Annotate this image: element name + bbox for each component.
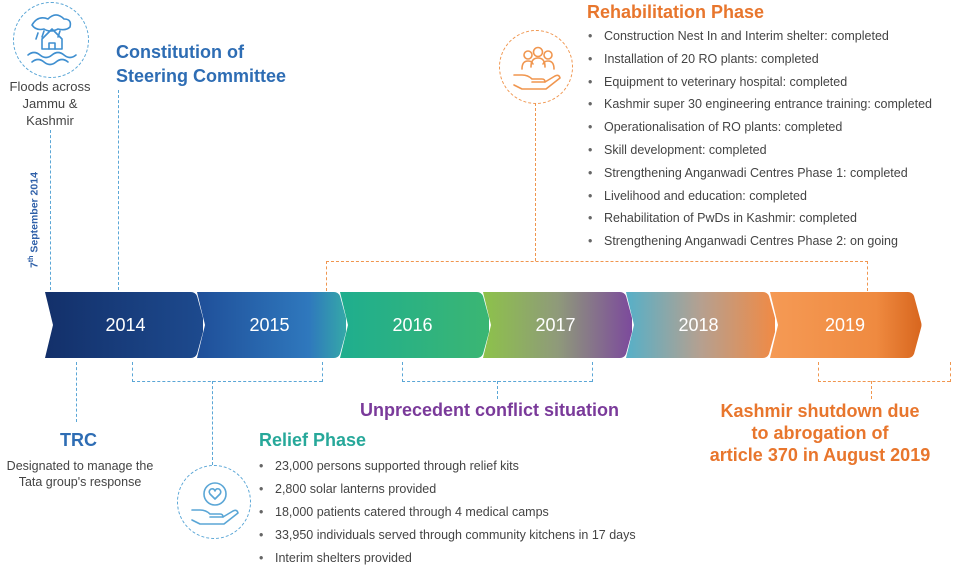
shutdown-title: Kashmir shutdown due to abrogation of ar… xyxy=(690,400,950,466)
conflict-connector xyxy=(497,381,498,399)
segment-2019-shape xyxy=(770,292,922,358)
relief-list: 23,000 persons supported through relief … xyxy=(259,457,636,572)
steering-connector xyxy=(118,90,119,290)
conflict-title: Unprecedent conflict situation xyxy=(360,400,620,420)
relief-item: 23,000 persons supported through relief … xyxy=(259,457,636,480)
trc-connector xyxy=(76,362,77,422)
rehab-item: Strengthening Anganwadi Centres Phase 1:… xyxy=(588,164,932,187)
flood-date-day: 7 xyxy=(28,262,41,268)
conflict-bracket-left xyxy=(402,362,403,382)
year-label-2017: 2017 xyxy=(535,314,576,335)
shutdown-bracket-bottom xyxy=(818,381,950,382)
flood-date-suffix: th xyxy=(28,255,35,263)
shutdown-connector xyxy=(871,381,872,399)
rehab-item: Kashmir super 30 engineering entrance tr… xyxy=(588,95,932,118)
shutdown-line1: Kashmir shutdown due xyxy=(720,401,920,421)
relief-item: 33,950 individuals served through commun… xyxy=(259,526,636,549)
segment-2018-shape xyxy=(626,292,775,358)
segment-2014: 2014 xyxy=(53,292,198,358)
flood-date: 7th September 2014 xyxy=(28,172,41,268)
rehab-item: Installation of 20 RO plants: completed xyxy=(588,50,932,73)
rehab-item: Equipment to veterinary hospital: comple… xyxy=(588,73,932,96)
relief-item: 2,800 solar lanterns provided xyxy=(259,480,636,503)
rehab-bracket-top xyxy=(326,261,868,262)
flood-label-line2: Jammu & xyxy=(22,96,78,111)
segment-2015-shape xyxy=(197,292,346,358)
shutdown-line2: to abrogation of xyxy=(751,423,889,443)
flood-label: Floods across Jammu & Kashmir xyxy=(0,78,100,129)
segment-2017-shape xyxy=(483,292,632,358)
year-label-2015: 2015 xyxy=(249,314,290,335)
flood-icon-circle xyxy=(13,2,89,78)
rehab-bracket-left xyxy=(326,261,327,291)
flood-label-line1: Floods across xyxy=(9,79,91,94)
shutdown-bracket-left xyxy=(818,362,819,382)
relief-item: 18,000 patients catered through 4 medica… xyxy=(259,503,636,526)
segment-2016-shape xyxy=(340,292,489,358)
flood-house-icon xyxy=(27,14,77,66)
rehab-item: Skill development: completed xyxy=(588,141,932,164)
segment-2016: 2016 xyxy=(340,292,485,358)
year-label-2019: 2019 xyxy=(824,314,866,335)
shutdown-bracket-right xyxy=(950,362,951,382)
trc-desc-line2: Tata group's response xyxy=(18,475,142,489)
steering-committee-title: Constitution of Steering Committee xyxy=(116,40,286,88)
hand-heart-icon xyxy=(191,482,239,525)
trc-title: TRC xyxy=(60,430,97,450)
timeline-shapes xyxy=(45,292,922,358)
trc-desc-line1: Designated to manage the xyxy=(6,459,154,473)
relief-connector xyxy=(212,381,213,465)
hand-people-icon xyxy=(513,46,561,90)
segment-2019: 2019 xyxy=(770,292,920,358)
rehab-item: Rehabilitation of PwDs in Kashmir: compl… xyxy=(588,209,932,232)
relief-bracket-right xyxy=(322,362,323,382)
relief-title: Relief Phase xyxy=(259,430,367,450)
rehab-icon-circle xyxy=(499,30,573,104)
segment-2017: 2017 xyxy=(483,292,628,358)
relief-icon-circle xyxy=(177,465,251,539)
segment-2018: 2018 xyxy=(626,292,771,358)
segment-2014-shape xyxy=(45,292,203,358)
rehab-item: Strengthening Anganwadi Centres Phase 2:… xyxy=(588,232,932,255)
segment-2015: 2015 xyxy=(197,292,342,358)
year-label-2016: 2016 xyxy=(392,314,433,335)
shutdown-line3: article 370 in August 2019 xyxy=(709,445,931,465)
year-label-2014: 2014 xyxy=(105,314,146,335)
relief-item: Interim shelters provided xyxy=(259,549,636,572)
rehab-connector-vertical xyxy=(535,103,536,261)
flood-label-line3: Kashmir xyxy=(26,113,74,128)
relief-bracket-left xyxy=(132,362,133,382)
flood-date-rest: September 2014 xyxy=(28,172,41,256)
rehab-title: Rehabilitation Phase xyxy=(587,2,765,22)
rehab-item: Livelihood and education: completed xyxy=(588,187,932,210)
rehab-item: Operationalisation of RO plants: complet… xyxy=(588,118,932,141)
flood-connector xyxy=(50,130,51,290)
steering-line2: Steering Committee xyxy=(116,66,287,86)
rehab-list: Construction Nest In and Interim shelter… xyxy=(588,27,932,255)
rehab-bracket-right xyxy=(867,261,868,291)
steering-line1: Constitution of xyxy=(116,42,244,62)
relief-bracket-bottom xyxy=(132,381,322,382)
rehab-item: Construction Nest In and Interim shelter… xyxy=(588,27,932,50)
year-label-2018: 2018 xyxy=(678,314,719,335)
conflict-bracket-right xyxy=(592,362,593,382)
trc-description: Designated to manage the Tata group's re… xyxy=(0,458,160,490)
